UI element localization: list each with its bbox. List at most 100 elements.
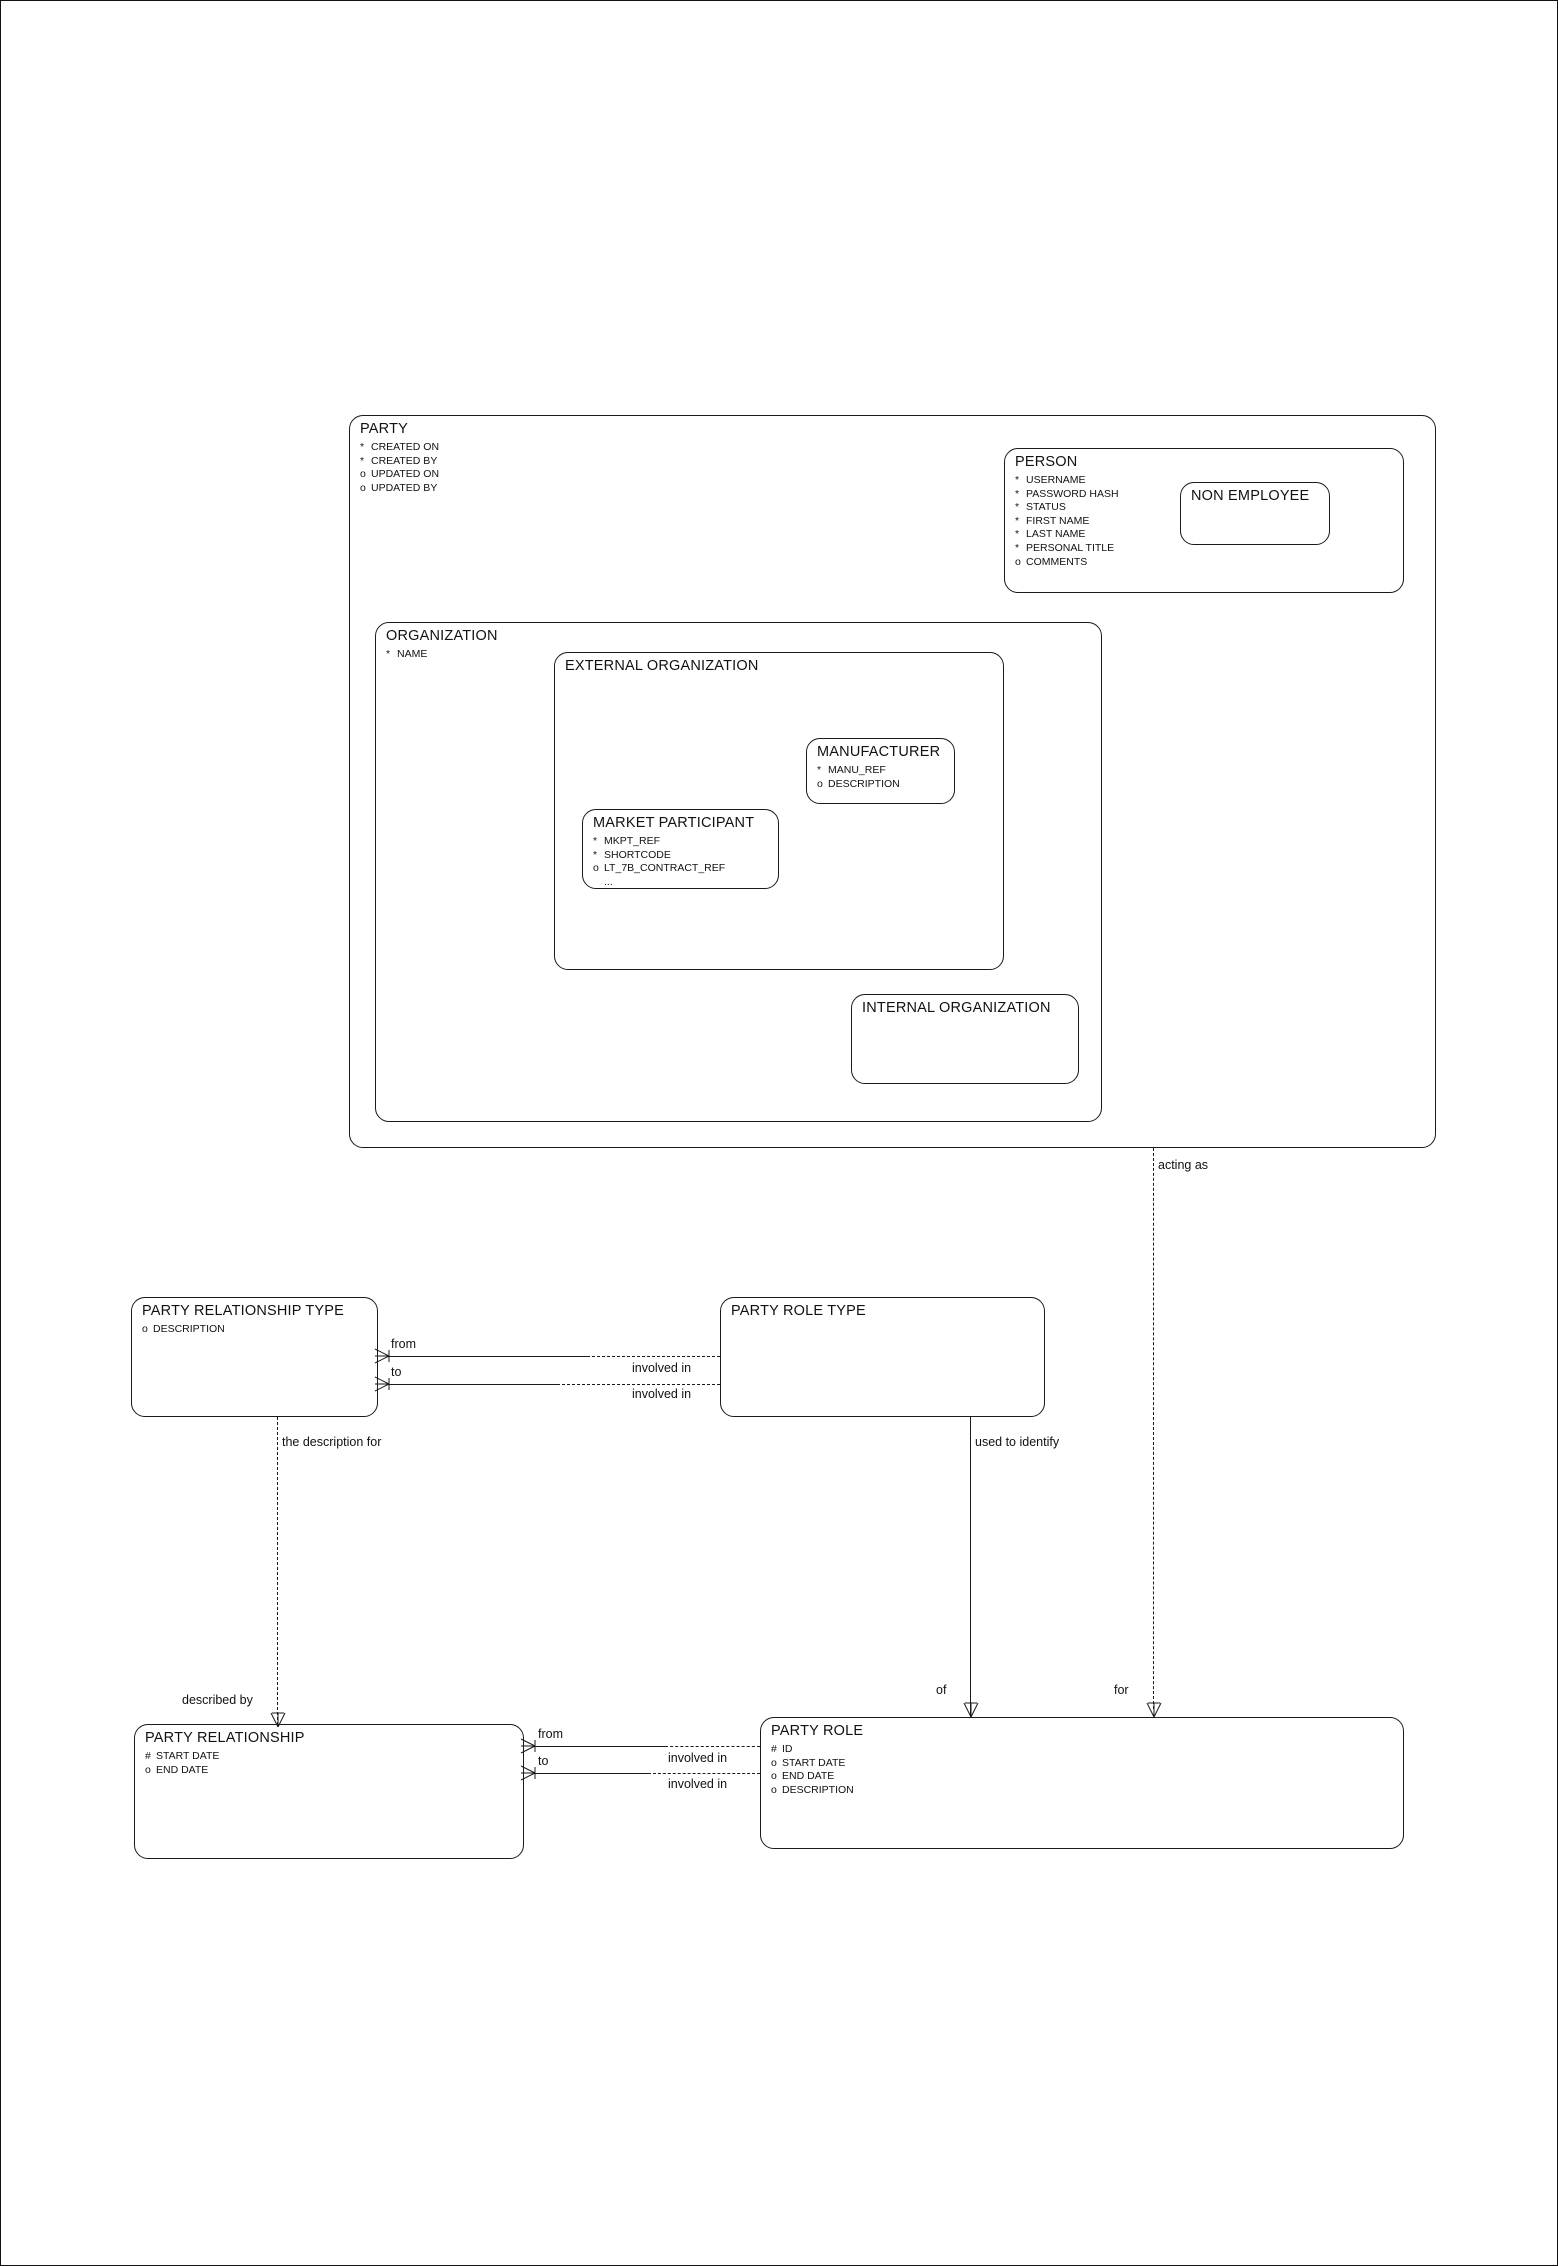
attribute-label: MKPT_REF — [604, 835, 661, 847]
attribute-row: o START DATE — [771, 1757, 854, 1771]
entity-party-role-type[interactable]: PARTY ROLE TYPE — [720, 1297, 1045, 1417]
attribute-label: END DATE — [156, 1763, 209, 1776]
attribute-mark: * — [1015, 528, 1020, 541]
relationship-label-prt-to: to — [391, 1365, 402, 1379]
entity-party-relationship-type-title: PARTY RELATIONSHIP TYPE — [142, 1303, 345, 1319]
relationship-line-pr-to-dash — [648, 1773, 760, 1774]
attribute-mark: * — [1015, 501, 1020, 514]
attribute-mark: o — [771, 1770, 777, 1783]
entity-person[interactable]: PERSON * USERNAME * PASSWORD HASH * STATUS … — [1004, 448, 1404, 593]
entity-party-role-type-title: PARTY ROLE TYPE — [731, 1303, 866, 1319]
relationship-label-prt-involved-in-2: involved in — [632, 1387, 692, 1401]
relationship-line-prt-to-solid — [387, 1384, 557, 1385]
attribute-row: ... — [593, 876, 725, 890]
attribute-row: #START DATE — [145, 1750, 219, 1764]
attribute-label: DESCRIPTION — [828, 777, 900, 790]
relationship-line-prt-from-solid — [387, 1356, 587, 1357]
attribute-row: o DESCRIPTION — [817, 778, 900, 792]
attribute-mark: * — [1015, 514, 1020, 527]
attribute-row: *CREATED ON — [360, 441, 439, 455]
attribute-mark: * — [1015, 487, 1020, 500]
attribute-mark: * — [1015, 474, 1020, 486]
attribute-row: *FIRST NAME — [1015, 515, 1119, 529]
attribute-row: * USERNAME — [1015, 474, 1119, 488]
entity-organization-attributes: * NAME — [386, 648, 427, 662]
attribute-label: PASSWORD HASH — [1026, 487, 1119, 500]
crowsfoot-prt-to — [373, 1374, 391, 1394]
relationship-label-pr-involved-in-1: involved in — [668, 1751, 728, 1765]
entity-internal-organization-title: INTERNAL ORGANIZATION — [862, 1000, 1051, 1016]
relationship-label-pr-from: from — [538, 1727, 563, 1741]
attribute-mark: o — [1015, 555, 1021, 568]
entity-internal-organization[interactable]: INTERNAL ORGANIZATION — [851, 994, 1079, 1084]
attribute-mark: o — [771, 1756, 777, 1769]
entity-manufacturer-title: MANUFACTURER — [817, 744, 941, 760]
attribute-mark: # — [771, 1743, 777, 1755]
relationship-label-pr-for: for — [1114, 1683, 1129, 1697]
entity-person-title: PERSON — [1015, 454, 1078, 470]
attribute-label: UPDATED BY — [371, 481, 438, 494]
attribute-label: ... — [604, 875, 613, 888]
attribute-label: NAME — [397, 648, 428, 660]
attribute-label: START DATE — [782, 1756, 846, 1769]
entity-party-role-title: PARTY ROLE — [771, 1723, 864, 1739]
relationship-label-pr-to: to — [538, 1754, 549, 1768]
relationship-line-pr-from-dash — [665, 1746, 760, 1747]
relationship-line-pr-from-solid — [533, 1746, 665, 1747]
attribute-row: * MKPT_REF — [593, 835, 725, 849]
attribute-mark: * — [1015, 541, 1020, 554]
attribute-row: * LAST NAME — [1015, 528, 1119, 542]
relationship-line-acting-as — [1153, 1148, 1154, 1709]
attribute-row: *SHORTCODE — [593, 849, 725, 863]
attribute-mark: o — [145, 1763, 151, 1776]
entity-non-employee[interactable]: NON EMPLOYEE — [1180, 482, 1330, 545]
attribute-label: LT_7B_CONTRACT_REF — [604, 862, 726, 875]
entity-external-organization[interactable]: EXTERNAL ORGANIZATION MANUFACTURER *MANU… — [554, 652, 1004, 970]
attribute-label: DESCRIPTION — [153, 1323, 225, 1335]
attribute-label: START DATE — [156, 1750, 220, 1762]
attribute-row: *CREATED BY — [360, 455, 439, 469]
attribute-row: * PASSWORD HASH — [1015, 488, 1119, 502]
attribute-label: STATUS — [1026, 501, 1066, 514]
entity-organization-title: ORGANIZATION — [386, 628, 498, 644]
attribute-mark: * — [360, 454, 365, 467]
entity-person-attributes: * USERNAME * PASSWORD HASH * STATUS *FIRST … — [1015, 474, 1119, 569]
crowsfoot-prt-from — [373, 1346, 391, 1366]
attribute-label: USERNAME — [1026, 474, 1086, 486]
relationship-label-acting-as: acting as — [1158, 1158, 1209, 1172]
attribute-label: LAST NAME — [1026, 528, 1086, 541]
relationship-label-pr-involved-in-2: involved in — [668, 1777, 728, 1791]
entity-party-relationship-attributes: #START DATE o END DATE — [145, 1750, 219, 1777]
attribute-label: PERSONAL TITLE — [1026, 541, 1115, 554]
attribute-row: * NAME — [386, 648, 427, 662]
attribute-mark: o — [771, 1783, 777, 1796]
attribute-mark: o — [817, 777, 823, 790]
attribute-label: MANU_REF — [828, 764, 886, 776]
attribute-mark: * — [386, 648, 391, 660]
relationship-line-prt-from-dash — [587, 1356, 720, 1357]
entity-party-title: PARTY — [360, 421, 409, 437]
relationship-label-used-to-identify: used to identify — [975, 1435, 1060, 1449]
relationship-line-pr-to-solid — [533, 1773, 648, 1774]
entity-organization[interactable]: ORGANIZATION * NAME EXTERNAL ORGANIZATION… — [375, 622, 1102, 1122]
attribute-label: DESCRIPTION — [782, 1783, 854, 1796]
entity-market-participant[interactable]: MARKET PARTICIPANT *MKPT_REF *SHORTCODE … — [582, 809, 779, 889]
crowsfoot-pr-to — [519, 1763, 537, 1783]
attribute-label: CREATED ON — [371, 441, 440, 453]
attribute-mark: * — [593, 835, 598, 847]
relationship-label-the-description-for: the description for — [282, 1435, 382, 1449]
